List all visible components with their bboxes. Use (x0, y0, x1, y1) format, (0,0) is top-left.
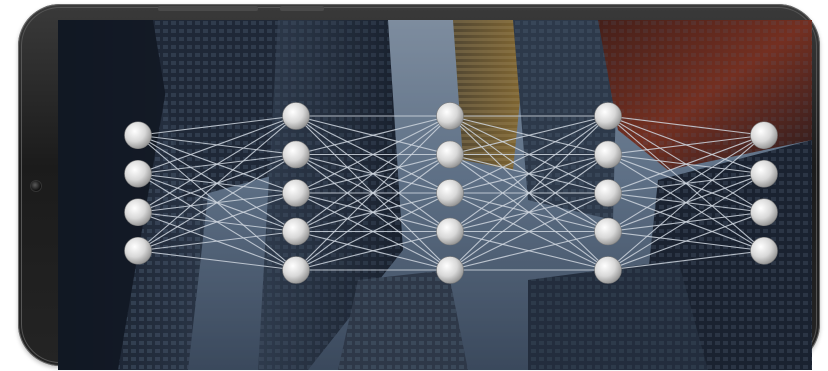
node-layer2-3 (282, 179, 310, 207)
building-bottom-right-windows (528, 260, 708, 370)
node-layer4-1 (594, 102, 622, 130)
edge-l0-3-1 (137, 154, 297, 252)
power-button (280, 6, 324, 11)
wallpaper-scene (58, 20, 812, 370)
edge-l0-3-3 (137, 230, 297, 252)
node-layer1-2 (124, 159, 152, 188)
network-nodes (124, 102, 778, 284)
edge-l1-1-0 (295, 115, 451, 156)
edge-l3-0-0 (607, 115, 765, 136)
node-layer3-2 (436, 140, 464, 169)
edge-l0-3-4 (137, 250, 297, 271)
node-layer5-2 (750, 159, 778, 188)
building-left-face (58, 20, 178, 370)
phone-screen (58, 20, 812, 370)
edge-l3-4-3 (607, 250, 765, 271)
node-layer4-2 (594, 140, 622, 169)
node-layer4-4 (594, 217, 622, 246)
edge-l1-4-2 (295, 192, 451, 271)
node-layer2-4 (282, 217, 310, 246)
node-layer2-5 (282, 256, 310, 284)
edge-l2-2-0 (449, 115, 609, 194)
node-layer4-3 (594, 179, 622, 207)
node-layer3-3 (436, 179, 464, 207)
building-bottom-center-windows (338, 270, 468, 370)
edge-l2-4-2 (449, 192, 609, 271)
edge-l3-2-0 (607, 134, 765, 194)
edge-l2-4-3 (449, 230, 609, 271)
edge-l3-3-0 (607, 134, 765, 232)
edge-l0-3-2 (137, 192, 297, 252)
edge-l1-2-0 (295, 115, 451, 194)
node-layer3-1 (436, 102, 464, 130)
node-layer1-1 (124, 121, 152, 150)
network-edges (137, 115, 765, 271)
node-layer3-4 (436, 217, 464, 246)
edge-l2-4-1 (449, 154, 609, 271)
node-layer1-3 (124, 198, 152, 227)
node-layer2-1 (282, 102, 310, 130)
edge-l1-4-1 (295, 154, 451, 271)
edge-l0-1-0 (137, 115, 297, 175)
node-layer5-1 (750, 121, 778, 150)
edge-l3-4-0 (607, 134, 765, 271)
edge-l2-1-0 (449, 115, 609, 156)
phone-frame (18, 4, 820, 370)
edge-l3-4-1 (607, 173, 765, 271)
volume-button (158, 6, 258, 11)
node-layer5-3 (750, 198, 778, 227)
edge-l1-3-0 (295, 115, 451, 232)
node-layer4-5 (594, 256, 622, 284)
node-layer1-4 (124, 236, 152, 265)
edge-l1-4-3 (295, 230, 451, 271)
front-camera-icon (31, 181, 41, 191)
node-layer5-4 (750, 236, 778, 265)
edge-l0-2-0 (137, 115, 297, 213)
node-layer2-2 (282, 140, 310, 169)
edge-l2-4-0 (449, 115, 609, 271)
edge-l3-1-0 (607, 134, 765, 156)
edge-l1-4-0 (295, 115, 451, 271)
edge-l0-3-0 (137, 115, 297, 252)
edge-l3-4-2 (607, 211, 765, 271)
node-layer3-5 (436, 256, 464, 284)
edge-l2-3-0 (449, 115, 609, 232)
building-center-right-windows (513, 20, 618, 220)
edge-l0-0-0 (137, 115, 297, 136)
